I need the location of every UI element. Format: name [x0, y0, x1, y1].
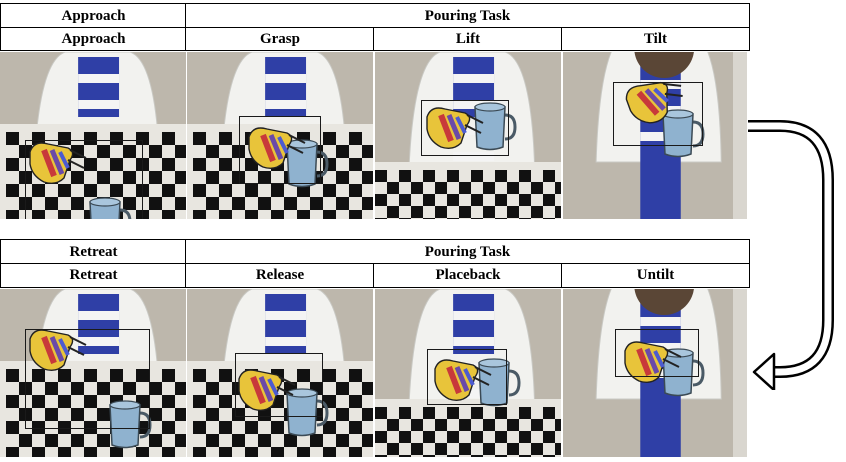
row2-phase-label-release: Release [185, 263, 375, 288]
hand-bounding-box [615, 329, 699, 377]
row2-group-label-retreat: Retreat [0, 239, 187, 265]
hand-bounding-box [25, 140, 143, 219]
row1-phase-label-grasp: Grasp [185, 27, 375, 51]
hand-bounding-box [25, 329, 150, 429]
frame-grasp [187, 52, 373, 219]
frame-untilt [563, 289, 747, 457]
frame-placeback [375, 289, 561, 457]
hand-bounding-box [613, 82, 703, 146]
frame-retreat [0, 289, 186, 457]
row2-phase-label-retreat: Retreat [0, 263, 187, 288]
hand-bounding-box [421, 100, 509, 156]
row1-phase-label-approach: Approach [0, 27, 187, 51]
frame-approach [0, 52, 186, 219]
row2-phase-label-untilt: Untilt [561, 263, 750, 288]
row1-group-label-pouring-task: Pouring Task [185, 3, 750, 29]
row1-phase-label-tilt: Tilt [561, 27, 750, 51]
row2-group-label-pouring-task: Pouring Task [185, 239, 750, 265]
hand-bounding-box [427, 349, 507, 405]
hand-bounding-box [235, 353, 323, 417]
curved-arrow-icon [748, 120, 834, 390]
row1-phase-label-lift: Lift [373, 27, 563, 51]
hand-bounding-box [239, 116, 321, 184]
row2-phase-label-placeback: Placeback [373, 263, 563, 288]
frame-tilt [563, 52, 747, 219]
row1-group-label-approach: Approach [0, 3, 187, 29]
frame-release [187, 289, 373, 457]
frame-lift [375, 52, 561, 219]
